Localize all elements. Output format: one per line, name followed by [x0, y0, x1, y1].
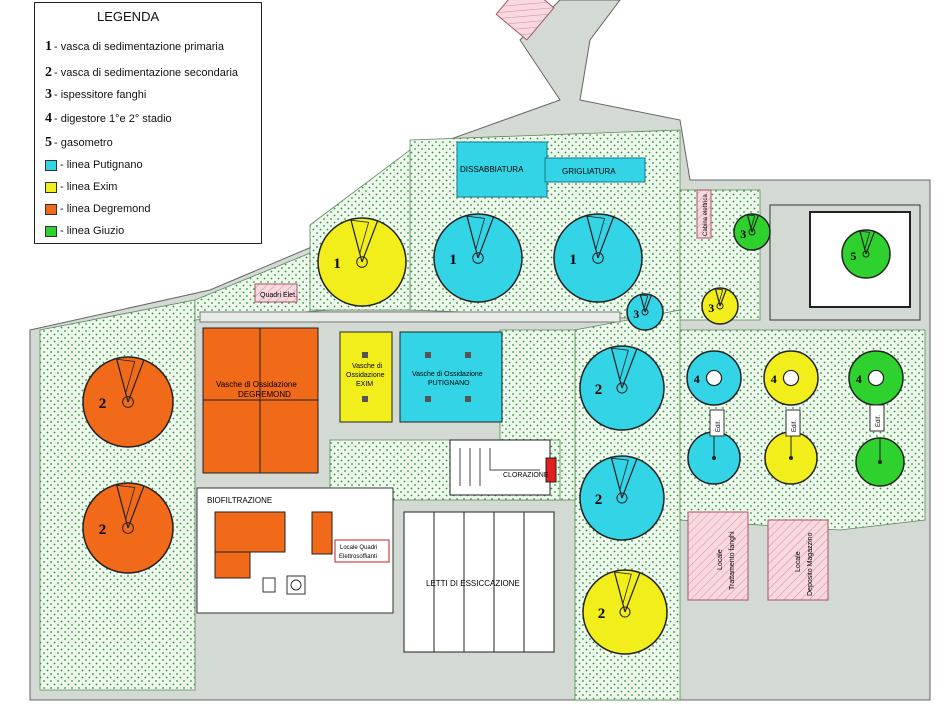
svg-text:DEGREMOND: DEGREMOND — [238, 390, 291, 399]
svg-text:Vasche di Ossidazione: Vasche di Ossidazione — [412, 371, 483, 378]
tank-degremond-4: 2 — [82, 482, 174, 574]
tank-number: 4 — [694, 372, 700, 386]
tank-putignano-1: 1 — [433, 213, 523, 303]
legend: LEGENDA 1- vasca di sedimentazione prima… — [34, 2, 262, 244]
tank-putignano-2: 1 — [553, 213, 643, 303]
clorazione-block: CLORAZIONE — [449, 439, 557, 496]
svg-text:LETTI DI ESSICCAZIONE: LETTI DI ESSICCAZIONE — [426, 579, 520, 588]
legend-line-putignano: - linea Putignano — [45, 159, 143, 171]
vasche-degremond: Vasche di Ossidazione DEGREMOND — [202, 327, 319, 474]
tank-number: 2 — [595, 492, 603, 508]
tank-giuzio-14: 4 — [848, 350, 904, 406]
tank-putignano-8: 3 — [626, 293, 664, 331]
edif-labels: Edif. Edif. Edif. — [709, 404, 885, 437]
tank-giuzio-9: 3 — [733, 213, 771, 251]
locale-trattamento-fanghi: Locale Trattamento fanghi — [687, 511, 749, 601]
tank-exim-10: 3 — [701, 287, 739, 325]
svg-text:Deposito Magazzino: Deposito Magazzino — [807, 532, 814, 596]
svg-text:Vasche di: Vasche di — [352, 363, 383, 370]
dissabbiatura-block: DISSABBIATURA — [456, 141, 548, 198]
tank-exim-7: 2 — [582, 569, 668, 655]
tank-putignano-15 — [687, 431, 741, 485]
tank-putignano-12: 4 — [686, 350, 742, 406]
tank-putignano-5: 2 — [579, 345, 665, 431]
svg-text:CLORAZIONE: CLORAZIONE — [503, 472, 549, 479]
svg-text:Quadri Elet.: Quadri Elet. — [260, 292, 297, 299]
legend-item-2: 2- vasca di sedimentazione secondaria — [45, 65, 239, 80]
tank-degremond-3: 2 — [82, 356, 174, 448]
letti-essiccazione: LETTI DI ESSICCAZIONE — [403, 511, 555, 653]
tank-giuzio-17 — [855, 437, 905, 487]
legend-line-exim: - linea Exim — [45, 181, 117, 193]
svg-text:Locale Quadri: Locale Quadri — [340, 545, 377, 551]
svg-text:Cabina elettrica: Cabina elettrica — [703, 194, 709, 236]
svg-text:BIOFILTRAZIONE: BIOFILTRAZIONE — [207, 496, 272, 505]
top-building — [495, 0, 555, 41]
quadri-elet-building: Quadri Elet. — [254, 283, 298, 303]
grigliatura-label: GRIGLIATURA — [562, 167, 616, 176]
biofiltrazione-area: BIOFILTRAZIONE Locale Quadri Elettrosoff… — [196, 487, 394, 614]
tank-number: 3 — [740, 227, 746, 241]
tanks-group: 1 1 1 2 2 2 2 2 3 3 3 5 4 4 4 — [82, 213, 905, 655]
svg-text:Locale: Locale — [795, 551, 802, 572]
tank-number: 1 — [449, 252, 457, 268]
cabina-elettrica: Cabina elettrica — [696, 189, 712, 239]
svg-text:Edif.: Edif. — [876, 415, 882, 427]
tank-number: 4 — [771, 372, 777, 386]
tank-number: 3 — [633, 307, 639, 321]
svg-text:PUTIGNANO: PUTIGNANO — [428, 380, 470, 387]
grigliatura-block: GRIGLIATURA — [544, 157, 646, 183]
svg-text:Elettrosoffianti: Elettrosoffianti — [339, 554, 377, 560]
tank-number: 1 — [569, 252, 577, 268]
tank-number: 2 — [595, 382, 603, 398]
giuzio-swatch — [45, 225, 57, 237]
tank-exim-0: 1 — [317, 217, 407, 307]
svg-text:Vasche di Ossidazione: Vasche di Ossidazione — [216, 380, 297, 389]
channel — [199, 311, 621, 323]
putignano-swatch — [45, 159, 57, 171]
degremond-swatch — [45, 203, 57, 215]
tank-number: 5 — [850, 249, 856, 263]
dissabbiatura-label: DISSABBIATURA — [460, 165, 524, 174]
legend-line-degremond: - linea Degremond — [45, 203, 151, 215]
legend-item-4: 4- digestore 1°e 2° stadio — [45, 111, 172, 126]
tank-number: 2 — [99, 522, 107, 538]
vasche-exim: Vasche di Ossidazione EXIM — [339, 331, 393, 423]
svg-text:Trattamento fanghi: Trattamento fanghi — [729, 531, 736, 590]
svg-text:Ossidazione: Ossidazione — [346, 372, 385, 379]
tank-putignano-6: 2 — [579, 455, 665, 541]
legend-item-5: 5- gasometro — [45, 135, 113, 150]
legend-item-3: 3- ispessitore fanghi — [45, 87, 147, 102]
legend-item-1: 1- vasca di sedimentazione primaria — [45, 39, 224, 54]
locale-deposito-magazzino: Locale Deposito Magazzino — [767, 519, 829, 601]
svg-text:EXIM: EXIM — [356, 381, 373, 388]
exim-swatch — [45, 181, 57, 193]
legend-line-giuzio: - linea Giuzio — [45, 225, 124, 237]
tank-exim-13: 4 — [763, 350, 819, 406]
tank-giuzio-11: 5 — [841, 229, 891, 279]
tank-number: 2 — [598, 606, 606, 622]
vasche-putignano: Vasche di Ossidazione PUTIGNANO — [399, 331, 503, 423]
tank-number: 3 — [708, 301, 714, 315]
tank-number: 4 — [856, 372, 862, 386]
tank-number: 1 — [333, 256, 341, 272]
svg-text:Locale: Locale — [717, 549, 724, 570]
tank-exim-16 — [764, 431, 818, 485]
svg-text:Edif.: Edif. — [792, 420, 798, 432]
legend-title: LEGENDA — [97, 9, 160, 24]
tank-number: 2 — [99, 396, 107, 412]
svg-text:Edif.: Edif. — [716, 420, 722, 432]
